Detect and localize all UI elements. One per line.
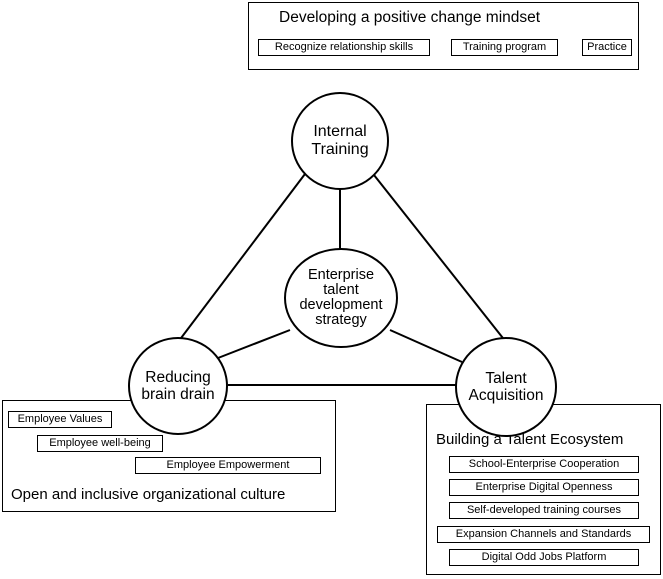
- line-center-right: [389, 329, 463, 363]
- center-label: Enterprise talent development strategy: [299, 267, 383, 328]
- step-recognize-relationship-skills: Recognize relationship skills: [258, 39, 430, 56]
- mindset-title: Developing a positive change mindset: [279, 9, 541, 26]
- step-training-program: Training program: [451, 39, 558, 56]
- circle-enterprise-strategy: Enterprise talent development strategy: [284, 248, 398, 348]
- internal-training-label: Internal Training: [311, 123, 369, 158]
- brain-drain-label: Reducing brain drain: [141, 369, 215, 403]
- talent-acquisition-label: Talent Acquisition: [468, 370, 544, 404]
- ecosystem-item-school-enterprise-cooperation: School-Enterprise Cooperation: [449, 456, 639, 473]
- culture-caption: Open and inclusive organizational cultur…: [11, 486, 286, 503]
- mindset-box: Developing a positive change mindset: [248, 2, 639, 70]
- circle-internal-training: Internal Training: [291, 92, 389, 190]
- circle-reducing-brain-drain: Reducing brain drain: [128, 337, 228, 435]
- ecosystem-item-self-developed-training-courses: Self-developed training courses: [449, 502, 639, 519]
- culture-item-employee-well-being: Employee well-being: [37, 435, 163, 452]
- ecosystem-item-expansion-channels-and-standards: Expansion Channels and Standards: [437, 526, 650, 543]
- line-center-left: [217, 329, 291, 359]
- step-practice: Practice: [582, 39, 632, 56]
- ecosystem-title: Building a Talent Ecosystem: [436, 431, 624, 448]
- culture-item-employee-values: Employee Values: [8, 411, 112, 428]
- ecosystem-item-digital-odd-jobs-platform: Digital Odd Jobs Platform: [449, 549, 639, 566]
- line-top-left: [171, 169, 309, 351]
- circle-talent-acquisition: Talent Acquisition: [455, 337, 557, 437]
- line-top-right: [369, 169, 511, 348]
- ecosystem-item-enterprise-digital-openness: Enterprise Digital Openness: [449, 479, 639, 496]
- culture-item-employee-empowerment: Employee Empowerment: [135, 457, 321, 474]
